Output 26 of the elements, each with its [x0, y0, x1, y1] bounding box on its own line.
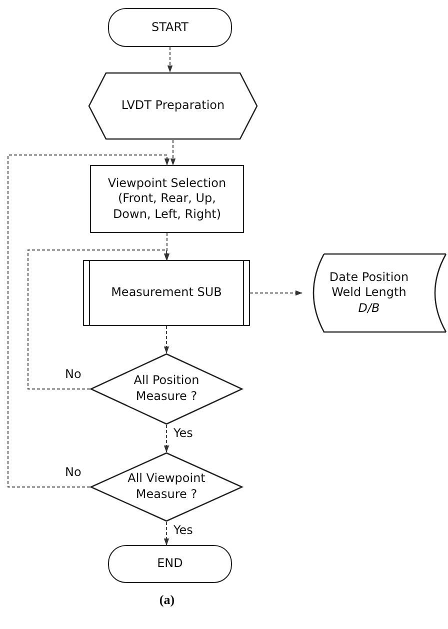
arrow — [8, 154, 170, 488]
edge-label: Yes — [172, 523, 194, 538]
edge-label: No — [64, 465, 82, 480]
arrow — [28, 250, 170, 390]
node-label: All Viewpoint Measure ? — [126, 471, 206, 503]
arrow — [170, 140, 176, 166]
arrow — [164, 522, 170, 546]
node-label: Date Position Weld Length D/B — [328, 270, 410, 316]
terminal-shape — [108, 545, 232, 583]
node-label: END — [157, 556, 183, 572]
arrow — [167, 46, 173, 72]
arrow — [164, 424, 170, 452]
arrow — [164, 326, 170, 354]
subprocess-box — [83, 260, 250, 326]
node-label: Viewpoint Selection (Front, Rear, Up, Down, Left, Right) — [106, 176, 228, 222]
caption: (a) — [158, 592, 176, 608]
node-label: Measurement SUB — [111, 285, 222, 301]
arrow — [250, 290, 302, 296]
node-label: LVDT Preparation — [121, 98, 225, 114]
process-box — [90, 165, 244, 233]
node-label: All Position Measure ? — [132, 373, 200, 405]
edge-label: Yes — [172, 426, 194, 440]
edge-label: No — [64, 367, 82, 382]
arrow — [164, 232, 170, 260]
node-label: START — [151, 20, 189, 36]
terminal-shape — [108, 8, 232, 47]
